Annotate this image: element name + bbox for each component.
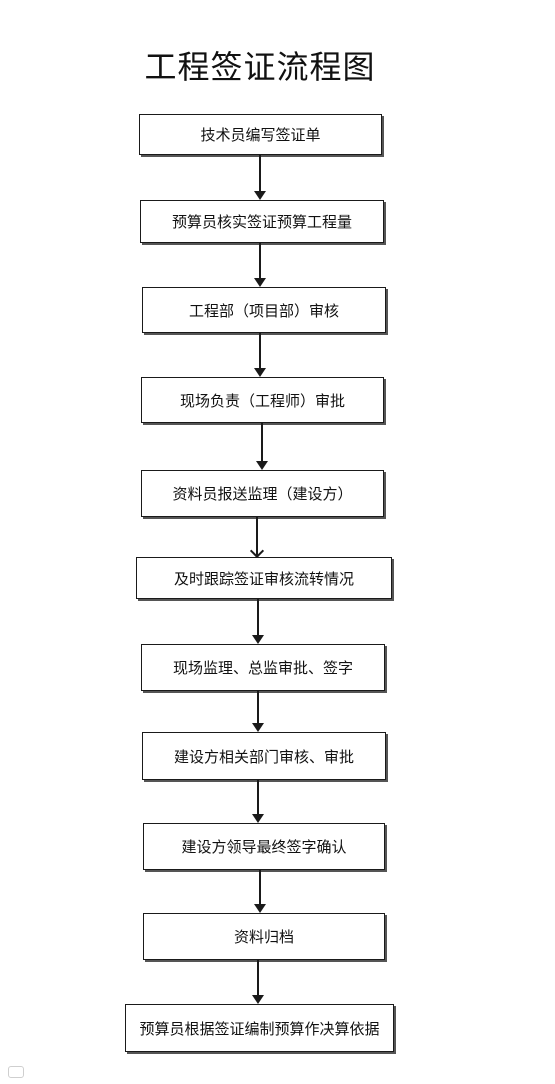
step-1-box: 技术员编写签证单 [139,114,382,155]
step-7-box: 现场监理、总监审批、签字 [141,644,385,691]
step-2-box: 预算员核实签证预算工程量 [140,200,384,243]
step-5-box: 资料员报送监理（建设方） [141,470,384,517]
arrow-5-6 [249,517,265,559]
step-10-box: 资料归档 [143,913,385,960]
arrow-8-9 [252,780,264,823]
arrow-7-8 [252,691,264,732]
arrow-10-11 [252,960,264,1004]
arrow-2-3 [254,243,266,287]
arrow-1-2 [254,155,266,200]
step-4-box: 现场负责（工程师）审批 [141,377,384,423]
watermark [8,1066,24,1078]
step-3-box: 工程部（项目部）审核 [142,287,386,333]
diagram-title: 工程签证流程图 [144,48,376,86]
step-6-box: 及时跟踪签证审核流转情况 [136,557,392,599]
arrow-4-5 [256,423,268,470]
arrow-6-7 [252,599,264,644]
step-9-box: 建设方领导最终签字确认 [143,823,385,870]
arrow-9-10 [254,870,266,913]
arrow-3-4 [254,333,266,377]
watermark-logo-icon [8,1066,24,1078]
step-8-box: 建设方相关部门审核、审批 [142,732,386,780]
step-11-box: 预算员根据签证编制预算作决算依据 [125,1004,394,1052]
